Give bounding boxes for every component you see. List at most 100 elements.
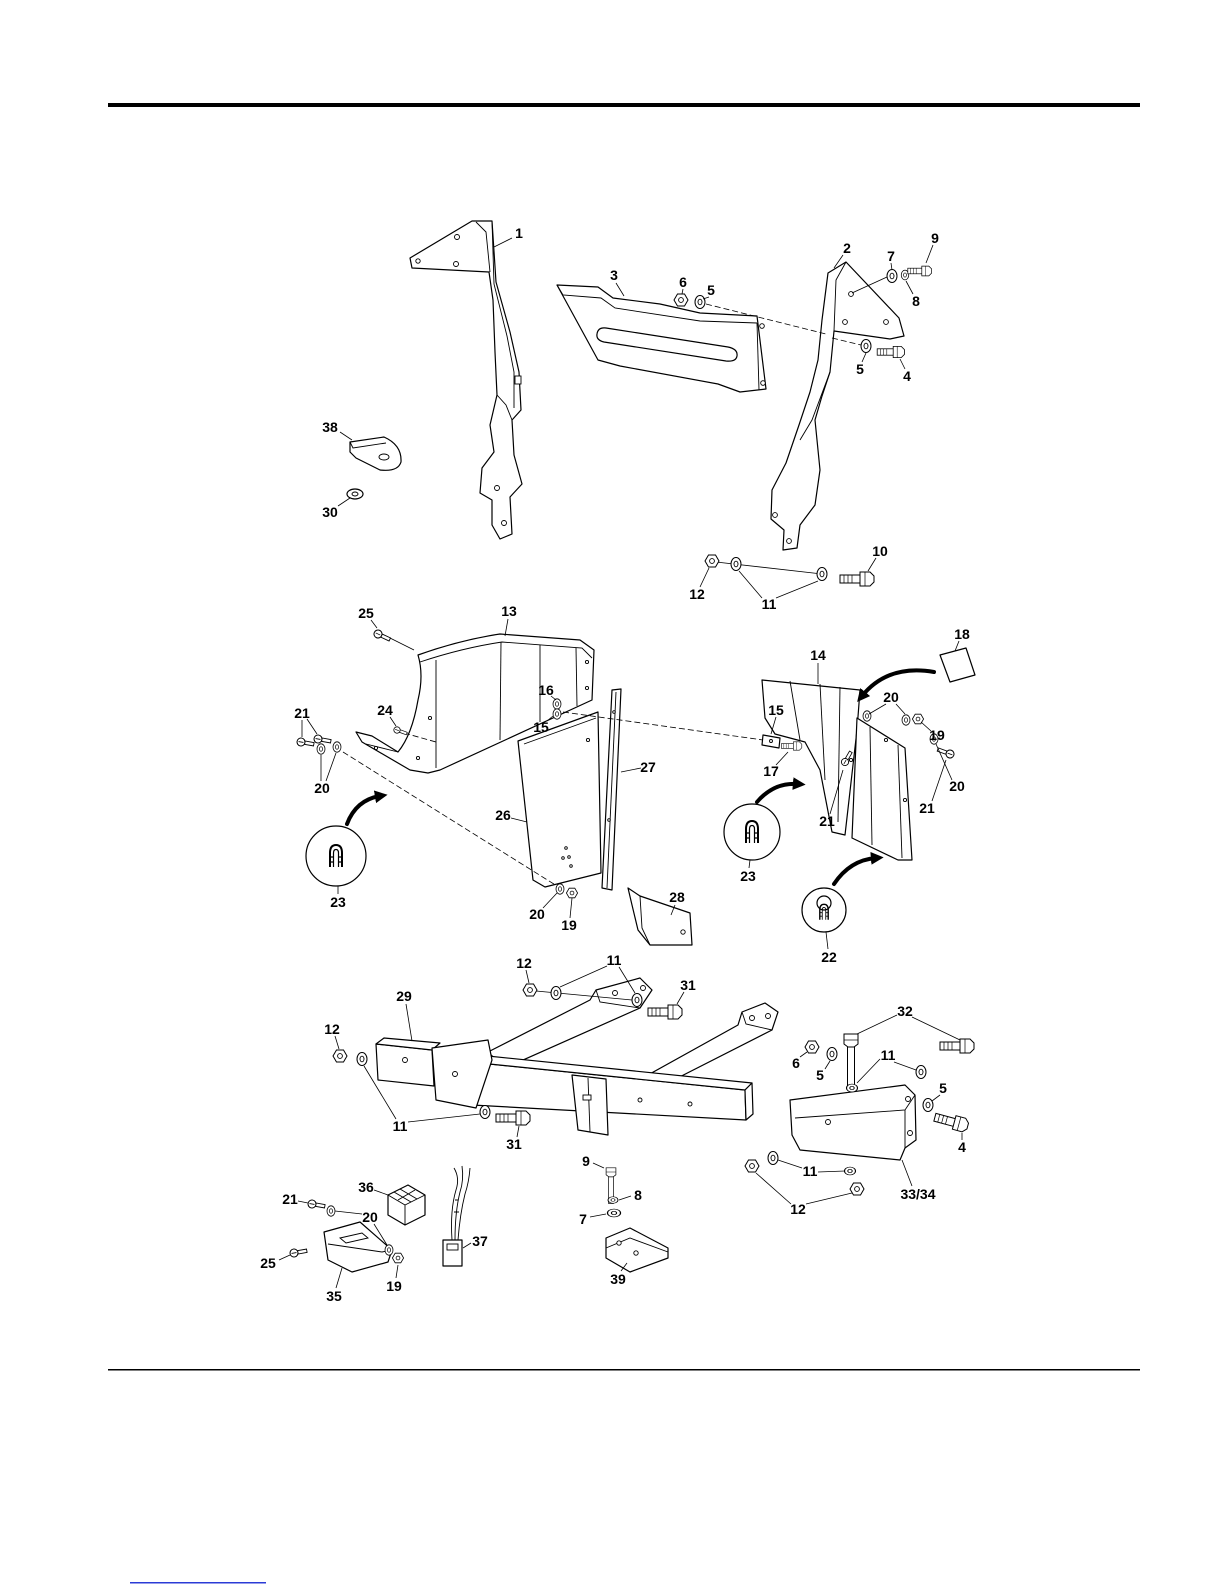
callout-part-15: 15 xyxy=(768,702,784,718)
callout-part-4: 4 xyxy=(958,1139,966,1155)
callout-part-8: 8 xyxy=(912,293,920,309)
callout-part-20: 20 xyxy=(883,689,899,705)
callout-part-38: 38 xyxy=(322,419,338,435)
callout-part-20: 20 xyxy=(314,780,330,796)
screw-24 xyxy=(393,726,408,737)
washer-20-right-a xyxy=(863,711,871,721)
callout-part-16: 16 xyxy=(538,682,554,698)
footer-rule xyxy=(108,1369,1140,1371)
callout-part-11: 11 xyxy=(607,952,622,968)
washer-11-top-right xyxy=(817,568,827,581)
callout-part-31: 31 xyxy=(680,977,696,993)
screw-25-middle xyxy=(373,629,392,643)
washer-5-right xyxy=(861,340,871,353)
callout-part-1: 1 xyxy=(515,225,523,241)
callout-part-25: 25 xyxy=(260,1255,276,1271)
callout-part-15: 15 xyxy=(533,719,549,735)
callout-part-23: 23 xyxy=(330,894,346,910)
screw-17 xyxy=(781,742,801,750)
callout-part-30: 30 xyxy=(322,504,338,520)
washer-5-top xyxy=(695,296,705,309)
washer-20-bottom xyxy=(556,884,564,894)
screw-21-right xyxy=(936,746,955,759)
part-38-plate xyxy=(350,437,401,470)
washer-5-bottom-left xyxy=(827,1048,837,1061)
curved-arrow xyxy=(834,858,876,884)
nut-19-bracket xyxy=(392,1253,403,1263)
callout-part-11: 11 xyxy=(762,596,777,612)
washer-11-frame-bottom xyxy=(480,1106,490,1119)
callout-part-35: 35 xyxy=(326,1288,342,1304)
callout-part-36: 36 xyxy=(358,1179,374,1195)
part-29-main-frame xyxy=(376,978,778,1135)
screw-21-bracket xyxy=(307,1199,325,1210)
callout-part-24: 24 xyxy=(377,702,393,718)
callout-part-5: 5 xyxy=(816,1067,824,1083)
callout-part-26: 26 xyxy=(495,807,511,823)
washer-11-top-left xyxy=(731,558,741,571)
bolt-9 xyxy=(908,266,932,276)
bolt-10 xyxy=(840,572,874,586)
bolt-31-top xyxy=(648,1005,682,1019)
callout-part-10: 10 xyxy=(872,543,888,559)
hex-nut-12-frame-left xyxy=(333,1050,347,1062)
callout-part-2: 2 xyxy=(843,240,851,256)
callout-part-32: 32 xyxy=(897,1003,913,1019)
callout-part-21: 21 xyxy=(819,813,835,829)
callout-part-5: 5 xyxy=(707,282,715,298)
nut-19-bottom xyxy=(566,888,577,898)
callout-part-4: 4 xyxy=(903,368,911,384)
callout-part-6: 6 xyxy=(679,274,687,290)
washer-20-bracket-a xyxy=(327,1206,335,1216)
callout-part-18: 18 xyxy=(954,626,970,642)
part-2-right-upright-bracket xyxy=(771,262,904,550)
washer-7-bottom xyxy=(608,1209,621,1217)
callout-part-9: 9 xyxy=(582,1153,590,1169)
callout-part-7: 7 xyxy=(579,1211,587,1227)
bolt-32-horizontal xyxy=(940,1039,974,1053)
lock-washer-8-bottom xyxy=(608,1197,618,1204)
washer-30 xyxy=(347,489,363,499)
callout-part-20: 20 xyxy=(949,778,965,794)
washer-15-left xyxy=(553,709,561,719)
callout-part-5: 5 xyxy=(856,361,864,377)
callout-part-11: 11 xyxy=(393,1118,408,1134)
washer-11-frame-top-b xyxy=(632,994,642,1007)
callout-part-20: 20 xyxy=(529,906,545,922)
callout-part-14: 14 xyxy=(810,647,826,663)
washer-20-left-a xyxy=(317,744,325,754)
screw-21-left-b xyxy=(313,734,331,745)
callout-part-27: 27 xyxy=(640,759,656,775)
callout-part-25: 25 xyxy=(358,605,374,621)
callout-part-31: 31 xyxy=(506,1136,522,1152)
part-26-inner-panel xyxy=(518,712,601,887)
callout-part-21: 21 xyxy=(294,705,310,721)
callout-part-12: 12 xyxy=(324,1021,340,1037)
hex-nut-6-bottom xyxy=(805,1041,819,1053)
callout-part-21: 21 xyxy=(282,1191,298,1207)
callout-part-22: 22 xyxy=(821,949,837,965)
screw-25-bracket xyxy=(289,1247,307,1258)
footer-link-underline[interactable] xyxy=(130,1582,266,1584)
part-37-wire-harness-connector xyxy=(443,1166,470,1266)
callout-part-19: 19 xyxy=(386,1278,402,1294)
callout-part-3: 3 xyxy=(610,267,618,283)
clip-22-detail xyxy=(802,858,876,932)
callout-part-19: 19 xyxy=(929,727,945,743)
callout-part-8: 8 xyxy=(634,1187,642,1203)
part-39-mount-plate xyxy=(606,1228,668,1272)
callout-part-20: 20 xyxy=(362,1209,378,1225)
screw-21-left-a xyxy=(296,737,314,748)
callout-part-21: 21 xyxy=(919,800,935,816)
callout-part-13: 13 xyxy=(501,603,517,619)
callout-part-9: 9 xyxy=(931,230,939,246)
washer-11-bracket-left xyxy=(768,1152,778,1165)
part-1-left-upright-bracket xyxy=(410,221,522,539)
hex-nut-12-frame-top xyxy=(523,984,537,996)
callout-part-23: 23 xyxy=(740,868,756,884)
callout-part-12: 12 xyxy=(790,1201,806,1217)
bolt-32-vertical xyxy=(844,1034,858,1085)
callout-part-39: 39 xyxy=(610,1271,626,1287)
washer-16 xyxy=(553,699,561,709)
